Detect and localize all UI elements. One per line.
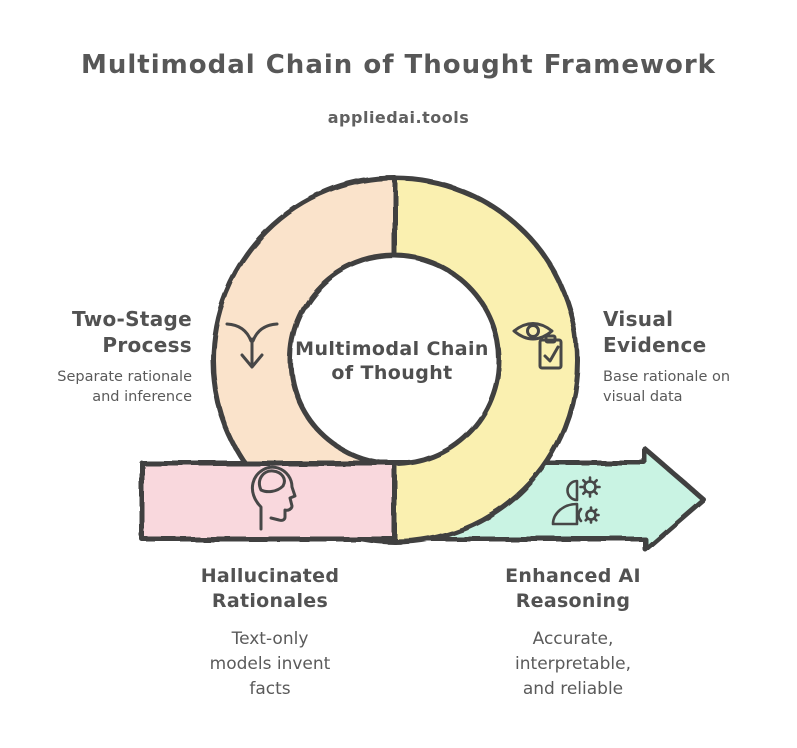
page-subtitle: appliedai.tools <box>327 108 470 127</box>
two-stage-description: Separate rationale and inference <box>57 369 192 406</box>
person-gears-icon <box>551 476 601 526</box>
center-label: Multimodal Chain of Thought <box>262 338 522 386</box>
segment-visual-evidence <box>392 175 580 545</box>
diagram-shapes <box>139 175 706 552</box>
hallucinated-rationales-description: Text-only models invent facts <box>209 629 331 699</box>
visual-evidence-title: Visual Evidence <box>603 307 707 357</box>
center-label-line1: Multimodal Chain <box>295 338 489 360</box>
hallucinated-rationales-title: Hallucinated Rationales <box>200 565 340 612</box>
segment-hallucinated-rationales <box>139 460 399 542</box>
diagram-icons <box>225 322 601 531</box>
enhanced-reasoning-title: Enhanced AI Reasoning <box>505 565 641 612</box>
visual-evidence-description: Base rationale on visual data <box>603 369 731 406</box>
label-visual-evidence: Visual Evidence Base rationale on visual… <box>603 306 753 408</box>
label-two-stage-process: Two-Stage Process Separate rationale and… <box>42 306 192 408</box>
enhanced-reasoning-description: Accurate, interpretable, and reliable <box>515 629 631 699</box>
merge-arrow-down-icon <box>225 322 279 369</box>
head-brain-icon <box>250 465 297 531</box>
page-title: Multimodal Chain of Thought Framework <box>81 50 716 80</box>
label-hallucinated-rationales: Hallucinated Rationales Text-only models… <box>180 564 360 701</box>
label-enhanced-reasoning: Enhanced AI Reasoning Accurate, interpre… <box>483 564 663 701</box>
center-label-line2: of Thought <box>331 361 453 384</box>
two-stage-title: Two-Stage Process <box>71 307 192 357</box>
eye-checklist-icon <box>512 322 563 370</box>
